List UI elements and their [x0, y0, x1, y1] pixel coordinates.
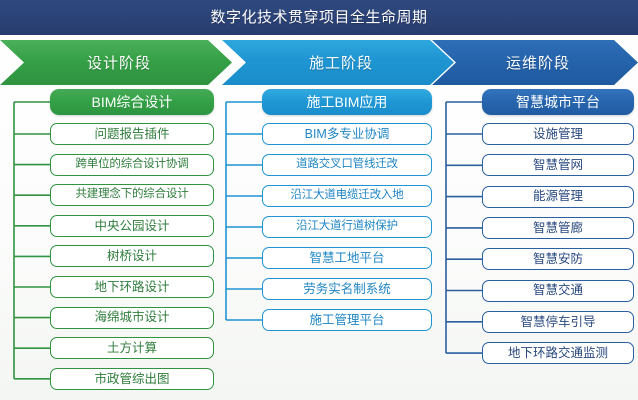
group-header-label: BIM综合设计	[91, 94, 173, 110]
node-operation-7[interactable]: 智慧停车引导	[482, 310, 634, 333]
node-label: 智慧交通	[532, 283, 583, 298]
node-design-3[interactable]: 共建理念下的综合设计	[50, 184, 214, 207]
group-header-operation[interactable]: 智慧城市平台	[482, 89, 634, 115]
node-construction-6[interactable]: 劳务实名制系统	[262, 278, 432, 300]
node-label: 中央公园设计	[94, 218, 170, 233]
node-design-4[interactable]: 中央公园设计	[50, 214, 214, 237]
node-operation-1[interactable]: 设施管理	[482, 123, 634, 145]
node-label: 智慧管廊	[532, 220, 583, 235]
phase-chevron-design[interactable]: 设计阶段	[0, 40, 232, 85]
node-design-5[interactable]: 树桥设计	[50, 245, 214, 268]
node-design-1[interactable]: 问题报告插件	[50, 123, 214, 145]
group-header-label: 智慧城市平台	[516, 94, 600, 110]
page-title-bar: 数字化技术贯穿项目全生命周期	[0, 0, 638, 35]
node-design-2[interactable]: 跨单位的综合设计协调	[50, 153, 214, 176]
group-header-construction[interactable]: 施工BIM应用	[262, 89, 432, 115]
phase-chevron-bar: 设计阶段 施工阶段 运维阶段	[0, 40, 638, 85]
tree-connector-operation	[445, 101, 482, 354]
node-label: 问题报告插件	[94, 126, 170, 141]
phase-label-construction: 施工阶段	[308, 55, 373, 72]
node-design-8[interactable]: 土方计算	[50, 337, 214, 360]
node-operation-6[interactable]: 智慧交通	[482, 279, 634, 302]
node-construction-7[interactable]: 施工管理平台	[262, 309, 432, 331]
node-operation-4[interactable]: 智慧管廊	[482, 216, 634, 239]
node-label: 跨单位的综合设计协调	[75, 157, 189, 170]
phase-label-design: 设计阶段	[86, 55, 151, 72]
node-label: 地下环路交通监测	[507, 345, 608, 360]
phase-label-operation: 运维阶段	[505, 55, 570, 72]
node-label: 施工管理平台	[309, 312, 385, 327]
node-construction-5[interactable]: 智慧工地平台	[262, 247, 432, 269]
node-label: 共建理念下的综合设计	[75, 188, 189, 201]
node-label: 地下环路设计	[94, 279, 170, 294]
node-label: 道路交叉口管线迁改	[296, 158, 398, 171]
node-construction-4[interactable]: 沿江大道行道树保护	[262, 216, 432, 238]
node-operation-3[interactable]: 能源管理	[482, 185, 634, 208]
node-construction-1[interactable]: BIM多专业协调	[262, 123, 432, 145]
node-label: 市政管综出图	[94, 371, 170, 386]
node-label: 沿江大道行道树保护	[296, 220, 398, 233]
node-label: 劳务实名制系统	[303, 281, 391, 296]
node-label: 智慧安防	[532, 251, 583, 266]
node-label: 沿江大道电缆迁改入地	[290, 189, 404, 202]
node-label: 智慧停车引导	[520, 314, 596, 329]
node-label: 设施管理	[532, 126, 583, 141]
node-label: 能源管理	[532, 189, 583, 204]
page-title: 数字化技术贯穿项目全生命周期	[210, 9, 428, 26]
node-label: BIM多专业协调	[304, 126, 390, 141]
node-label: 土方计算	[106, 340, 157, 355]
node-construction-3[interactable]: 沿江大道电缆迁改入地	[262, 185, 432, 207]
node-label: 海绵城市设计	[94, 310, 170, 325]
node-label: 智慧管网	[532, 158, 583, 173]
tree-connector-construction	[225, 101, 262, 321]
node-design-6[interactable]: 地下环路设计	[50, 276, 214, 298]
phase-chevron-operation[interactable]: 运维阶段	[432, 40, 638, 85]
node-design-7[interactable]: 海绵城市设计	[50, 306, 214, 329]
group-header-design[interactable]: BIM综合设计	[50, 89, 214, 115]
node-operation-8[interactable]: 地下环路交通监测	[482, 342, 634, 365]
node-operation-2[interactable]: 智慧管网	[482, 154, 634, 177]
phase-chevron-construction[interactable]: 施工阶段	[222, 40, 454, 85]
group-header-label: 施工BIM应用	[306, 94, 388, 110]
node-construction-2[interactable]: 道路交叉口管线迁改	[262, 154, 432, 176]
node-label: 树桥设计	[106, 249, 157, 264]
node-design-9[interactable]: 市政管综出图	[50, 367, 214, 390]
tree-connector-design	[13, 101, 50, 380]
node-label: 智慧工地平台	[309, 250, 385, 265]
node-operation-5[interactable]: 智慧安防	[482, 248, 634, 271]
